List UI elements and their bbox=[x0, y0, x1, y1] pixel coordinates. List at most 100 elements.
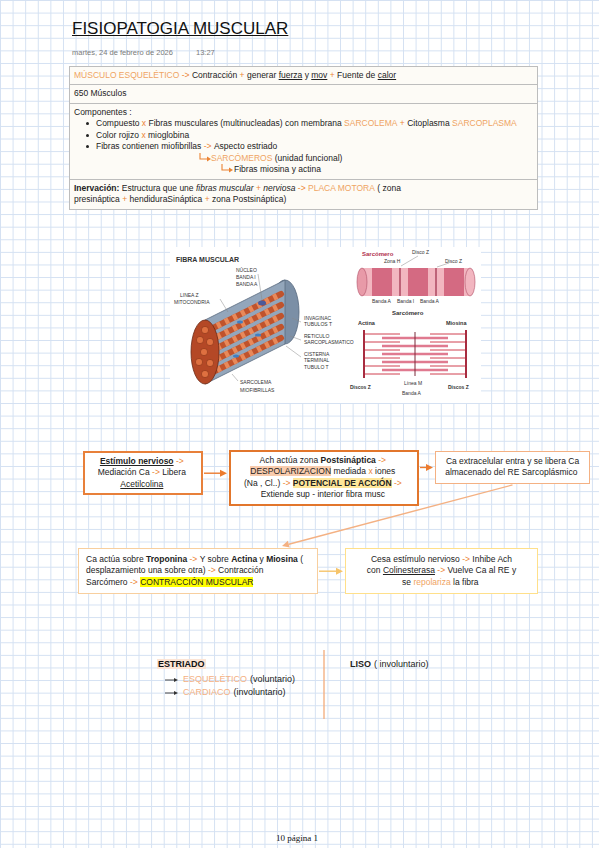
connector-line bbox=[204, 473, 220, 474]
text-label: BANDA A bbox=[236, 282, 257, 288]
node-text: fuerza bbox=[279, 70, 303, 80]
bullet-dot bbox=[86, 122, 89, 125]
text-label: Sarcómero bbox=[392, 310, 423, 317]
connector bbox=[420, 464, 433, 471]
text-label: MITOCONDRIA bbox=[174, 300, 209, 306]
node-text: Acetilcolina bbox=[120, 479, 163, 489]
node-text: Ach actúa zona bbox=[260, 455, 319, 465]
process-box: Cesa estímulo nervioso->Inhibe Ach conCo… bbox=[345, 548, 538, 594]
node-text: Miosina bbox=[266, 554, 298, 564]
text-line: Mediación Ca->Libera bbox=[89, 467, 197, 478]
text-line: Ca extracelular entra y se libera Ca alm… bbox=[441, 456, 584, 479]
node-text: -> bbox=[182, 70, 190, 80]
node-text: 650 Músculos bbox=[74, 88, 126, 98]
label-group: Banda A bbox=[420, 299, 439, 305]
text-line: 650 Músculos bbox=[74, 88, 533, 99]
connector-line bbox=[319, 571, 336, 572]
text-line: Ca actúa sobreTroponina->Y sobreActinayM… bbox=[86, 554, 310, 588]
process-box: Ca actúa sobreTroponina->Y sobreActinayM… bbox=[78, 548, 318, 594]
label-group: Línea M bbox=[404, 381, 422, 387]
label-group: Discos Z bbox=[448, 385, 469, 391]
node-text: DESPOLARIZACION bbox=[250, 466, 331, 476]
node-text: Citoplasma bbox=[407, 118, 450, 128]
text-line: MÚSCULO ESQUELÉTICO->Contracción+generar… bbox=[74, 70, 533, 81]
label-group: Banda I bbox=[397, 299, 414, 305]
notes-table: MÚSCULO ESQUELÉTICO->Contracción+generar… bbox=[69, 67, 538, 210]
label-group: Sarcómero bbox=[362, 251, 393, 258]
node-text: -> bbox=[298, 183, 306, 193]
node-text: repolariza bbox=[413, 577, 450, 587]
label-group: ESTRIADO bbox=[157, 659, 206, 669]
text-label: Disco Z bbox=[445, 259, 462, 265]
node-text: x bbox=[368, 466, 372, 476]
node-text: (Na , Cl..) bbox=[244, 478, 280, 488]
label-group: Sarcómero bbox=[392, 310, 423, 317]
label-group: RETICULO SARCOPLASMATICO bbox=[304, 334, 354, 346]
process-box: Estímulo nervioso->Mediación Ca->LiberaA… bbox=[83, 451, 203, 495]
node-text: -> bbox=[437, 565, 445, 575]
node-text: Ca extracelular entra y se libera Ca alm… bbox=[445, 456, 579, 477]
connector-line bbox=[420, 467, 426, 468]
list-arrows bbox=[165, 678, 178, 695]
label-group: Miosina bbox=[446, 320, 466, 326]
node-text: Ca actúa sobre bbox=[86, 554, 144, 564]
text-label: LISO bbox=[350, 659, 371, 669]
node-text: + bbox=[122, 194, 127, 204]
text-label: ESQUELÉTICO bbox=[183, 674, 247, 684]
text-label: NÚCLEO bbox=[236, 268, 257, 274]
label-group: MITOCONDRIA bbox=[174, 300, 209, 306]
node-text: SARCÓMEROS bbox=[211, 153, 272, 163]
node-text: Actina bbox=[231, 554, 257, 564]
node-text: mov bbox=[311, 70, 327, 80]
hook-arrow-head bbox=[229, 168, 233, 173]
label-group: LINEA Z bbox=[180, 293, 199, 299]
sarcomere-filament-drawing bbox=[364, 330, 466, 378]
label-group: Zona H bbox=[384, 259, 400, 265]
node-text: iones bbox=[375, 466, 395, 476]
node-text: MÚSCULO ESQUELÉTICO bbox=[74, 70, 179, 80]
label-group: martes, 24 de febrero de 2026 bbox=[72, 49, 173, 58]
sarcomere-band-drawing bbox=[357, 268, 475, 296]
text-label: (involuntario) bbox=[234, 687, 286, 697]
label-group: SARCOLEMA bbox=[240, 380, 271, 386]
node-text: zona Postsináptica) bbox=[212, 194, 286, 204]
hook-arrow-line bbox=[200, 153, 207, 159]
node-text: -> bbox=[394, 478, 402, 488]
hook-arrow bbox=[198, 153, 212, 163]
arrow-head bbox=[282, 541, 290, 548]
node-text: Extiende sup - interior fibra musc bbox=[261, 489, 385, 499]
node-text: SARCOLEMA bbox=[344, 118, 397, 128]
text-label: Banda A bbox=[420, 299, 439, 305]
node-text: -> bbox=[378, 455, 386, 465]
label-group: Actina bbox=[358, 320, 375, 326]
label-group: 13:27 bbox=[196, 49, 215, 58]
label-group: INVAGINAC TUBULOS T bbox=[304, 316, 354, 328]
hook-arrow-line bbox=[222, 164, 229, 170]
node-text: -> bbox=[283, 478, 291, 488]
node-text: Compuesto bbox=[96, 118, 139, 128]
node-text: -> bbox=[462, 554, 470, 564]
text-label: ESTRIADO bbox=[157, 659, 206, 669]
text-label: TUBULO T bbox=[304, 365, 329, 371]
text-line: Extiende sup - interior fibra musc bbox=[235, 489, 413, 500]
text-label: Actina bbox=[358, 320, 375, 326]
node-text: Libera bbox=[162, 467, 186, 477]
label-group: FIBRA MUSCULAR bbox=[176, 256, 239, 264]
text-label: SARCOLEMA bbox=[240, 380, 271, 386]
text-line: Estímulo nervioso-> bbox=[89, 456, 197, 467]
text-label: Discos Z bbox=[448, 385, 469, 391]
hook-arrow bbox=[220, 164, 234, 174]
node-text: Postsináptica bbox=[321, 455, 376, 465]
hook-arrow-head bbox=[207, 156, 211, 161]
table-row: 650 Músculos bbox=[69, 84, 538, 103]
node-text: -> bbox=[130, 577, 138, 587]
node-text: CONTRACCIÓN MUSCULAR bbox=[140, 577, 253, 587]
label-group: 10 página 1 bbox=[276, 833, 318, 843]
text-line: Acetilcolina bbox=[89, 479, 197, 490]
node-text: y bbox=[305, 70, 309, 80]
node-text: Estímulo nervioso bbox=[100, 456, 174, 466]
node-text: (unidad funcional) bbox=[275, 153, 343, 163]
text-label: Zona H bbox=[384, 259, 400, 265]
node-text: Fibras contienen miofibrillas bbox=[96, 141, 201, 151]
node-text: Y sobre bbox=[200, 554, 229, 564]
